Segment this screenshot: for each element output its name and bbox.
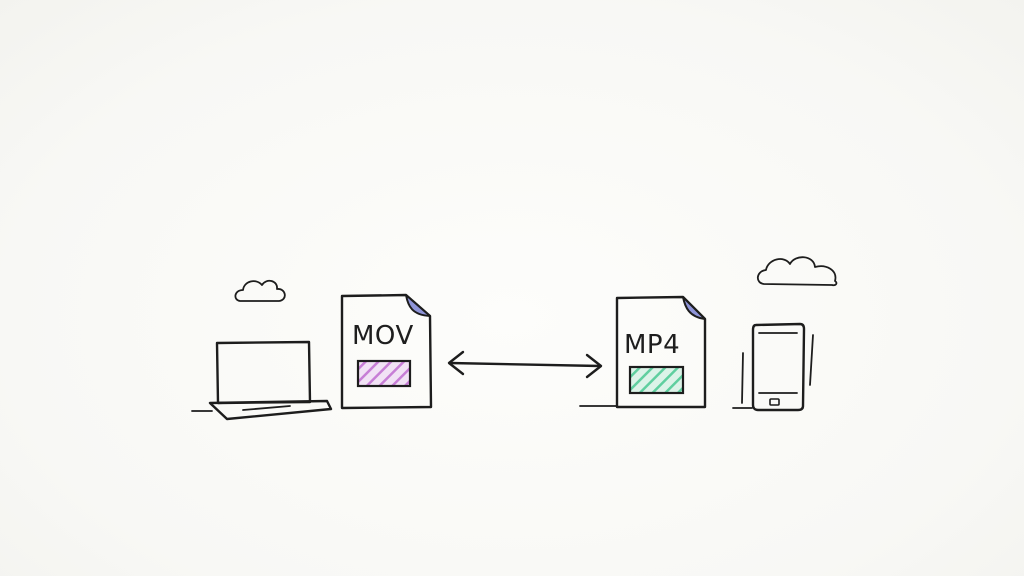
cloud-icon bbox=[234, 279, 286, 302]
mov-badge bbox=[356, 359, 412, 388]
cloud-icon bbox=[756, 256, 838, 287]
double-arrow-icon bbox=[447, 350, 603, 379]
page-fold bbox=[405, 294, 431, 317]
mp4-file-icon: MP4 bbox=[579, 295, 707, 409]
mov-file-label: MOV bbox=[352, 321, 414, 351]
mp4-file-label: MP4 bbox=[624, 330, 680, 360]
laptop-icon bbox=[191, 340, 333, 421]
mp4-badge bbox=[628, 365, 685, 395]
smartphone-icon bbox=[732, 322, 814, 412]
page-fold bbox=[682, 296, 706, 320]
mov-file-icon: MOV bbox=[340, 293, 433, 410]
